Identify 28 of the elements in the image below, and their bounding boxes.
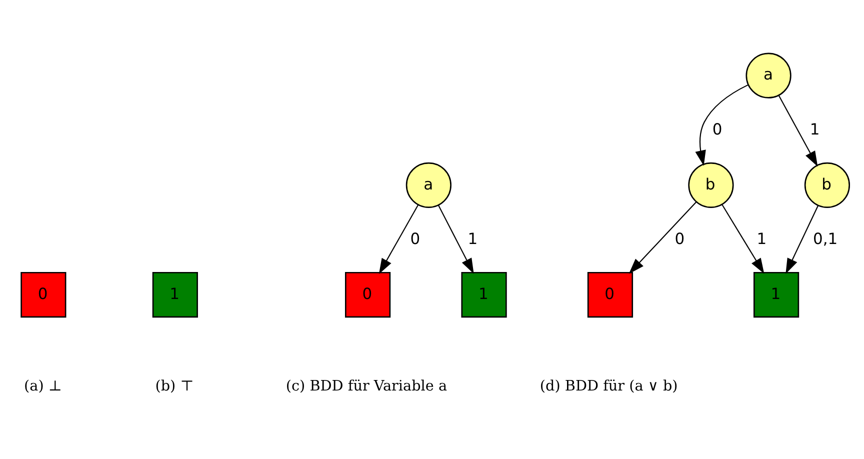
arrow (722, 204, 764, 274)
arrow (378, 204, 419, 274)
arrow (778, 94, 818, 166)
node-box: 0 (344, 271, 391, 318)
node-circle: b (804, 162, 850, 208)
label: (b) ⊤ (155, 378, 194, 394)
label: (d) BDD für (a ∨ b) (540, 378, 678, 394)
node-box: 0 (587, 271, 634, 318)
node-box: 1 (753, 271, 800, 318)
arrow (628, 201, 696, 274)
arrow (695, 84, 748, 166)
arrow (438, 204, 474, 274)
node-circle: a (406, 162, 452, 208)
edge-label: 1 (756, 230, 767, 248)
edge-label: 0 (674, 230, 685, 248)
edge-label: 1 (810, 120, 820, 138)
label: (c) BDD für Variable a (286, 378, 448, 394)
arrow (786, 204, 819, 274)
node-circle: a (746, 52, 792, 98)
edge-label: 0,1 (812, 230, 838, 248)
edge-label: 1 (468, 230, 478, 248)
node-box: 1 (461, 271, 507, 318)
edge-label: 0 (712, 120, 722, 138)
node-circle: b (688, 162, 734, 208)
edge-label: 0 (410, 230, 420, 248)
label: (a) ⊥ (24, 378, 62, 394)
node-box: 0 (20, 271, 66, 318)
node-box: 1 (152, 271, 198, 318)
